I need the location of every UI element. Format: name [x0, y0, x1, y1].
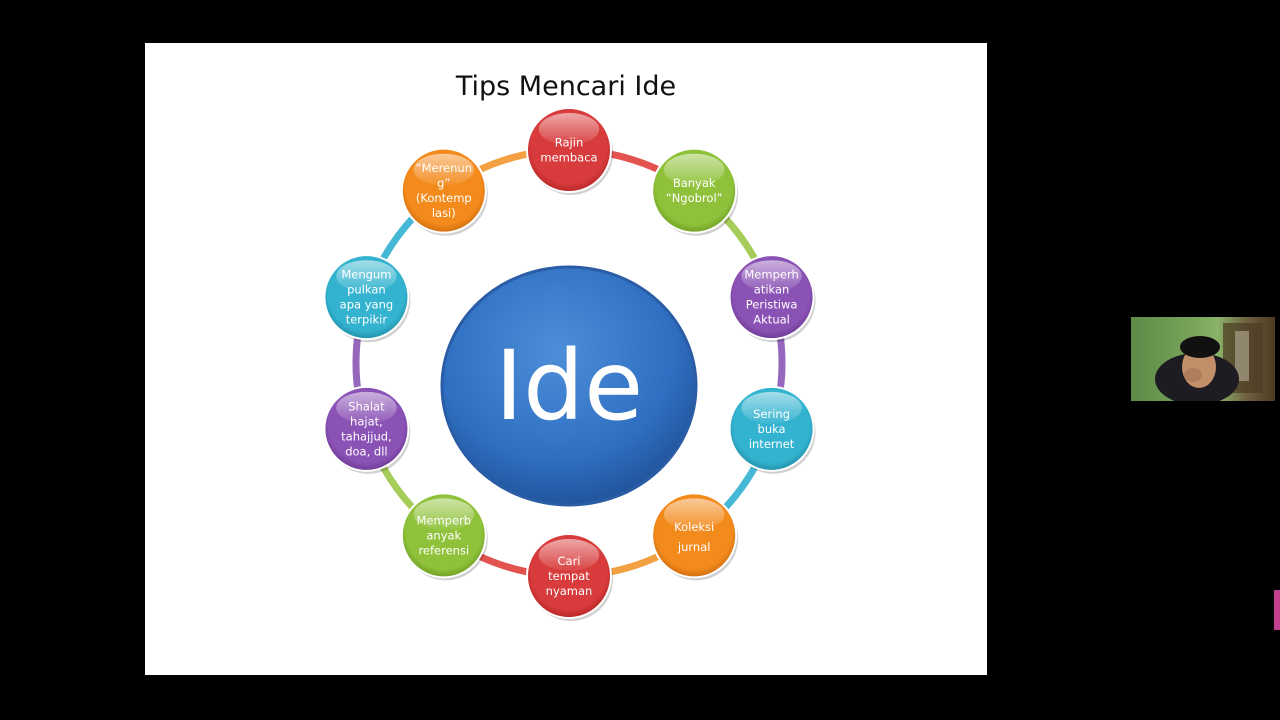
webcam-feed — [1131, 317, 1275, 401]
node-label-line: g” — [437, 176, 450, 190]
node-label-line: hajat, — [350, 414, 383, 428]
node-label-line: Peristiwa — [746, 298, 798, 312]
node-label-line: Mengum — [341, 268, 391, 282]
node-label-line: Koleksi — [674, 520, 714, 534]
node-label-line: Banyak — [673, 176, 716, 190]
node-label-line: buka — [758, 422, 786, 436]
node-label: Koleksi jurnal — [674, 520, 714, 554]
node-label-line: internet — [749, 437, 795, 451]
node-label-line: Aktual — [753, 313, 790, 327]
node-label: Banyak“Ngobrol” — [666, 176, 723, 205]
node-label-line: “Ngobrol” — [666, 191, 723, 205]
node-label-line: membaca — [540, 151, 597, 165]
center-circle: Ide — [440, 265, 698, 507]
node-label-line: Memperh — [744, 268, 798, 282]
node-label-line: atikan — [754, 283, 790, 297]
node-label-line: jurnal — [677, 540, 711, 554]
node-label-line: apa yang — [340, 298, 394, 312]
node-label-line: anyak — [426, 528, 461, 542]
node-label-line: Rajin — [555, 136, 583, 150]
node-label-line: Shalat — [348, 399, 385, 413]
node-label-line: tempat — [548, 569, 590, 583]
node-label-line: pulkan — [347, 283, 386, 297]
node-label-line: tahajjud, — [341, 429, 392, 443]
node-label-line: Sering — [753, 407, 790, 421]
center-label: Ide — [495, 330, 643, 442]
node-label-line: lasi) — [432, 206, 456, 220]
node-label-line: doa, dll — [345, 444, 387, 458]
node-label-line: terpikir — [346, 313, 388, 327]
cycle-node: Koleksi jurnal — [651, 492, 739, 581]
node-label-line: referensi — [418, 543, 469, 557]
screen-edge-strip — [1274, 590, 1280, 630]
node-label-line: “Merenun — [416, 161, 472, 175]
node-label-line: (Kontemp — [416, 191, 472, 205]
slide-title: Tips Mencari Ide — [455, 71, 677, 102]
cycle-node: Banyak“Ngobrol” — [651, 147, 739, 236]
node-label-line: nyaman — [546, 584, 593, 598]
node-label-line: Memperb — [416, 513, 471, 527]
node-label-line: Cari — [558, 554, 581, 568]
